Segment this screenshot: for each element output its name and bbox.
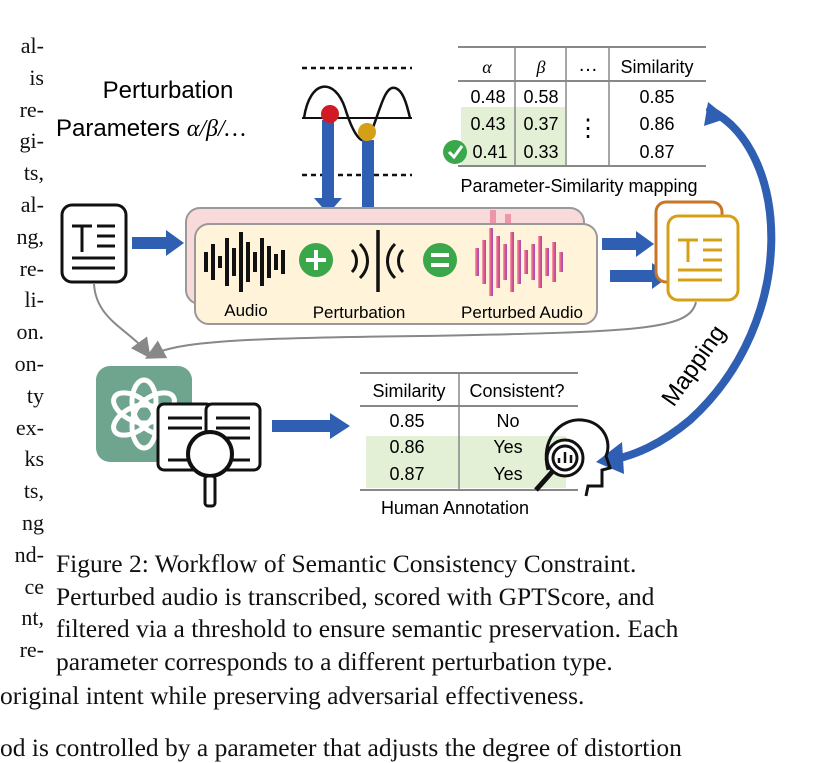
table-header-beta: β	[536, 57, 546, 77]
table-cell: 0.43	[470, 114, 505, 134]
left-text-fragment: re-	[19, 96, 44, 122]
perturbation-sound-icon	[350, 230, 405, 292]
human-table-cell: No	[496, 411, 519, 431]
table-header-alpha: α	[482, 57, 492, 77]
table-cell: 0.85	[639, 87, 674, 107]
caption-line: filtered via a threshold to ensure seman…	[56, 614, 679, 643]
gold-dot-icon	[358, 123, 376, 141]
parameter-similarity-caption: Parameter-Similarity mapping	[460, 176, 697, 196]
human-table-cell: 0.87	[389, 464, 424, 484]
human-table-cell: Yes	[493, 464, 522, 484]
table-cell: 0.33	[523, 142, 558, 162]
equals-icon	[423, 243, 457, 277]
left-text-fragment: ex-	[15, 414, 44, 440]
human-table-cell: 0.86	[389, 437, 424, 457]
perturbed-audio-label: Perturbed Audio	[461, 303, 583, 322]
red-dot-icon	[321, 105, 339, 123]
parameters-prefix: Parameters	[56, 115, 187, 142]
caption-line: parameter corresponds to a different per…	[56, 646, 613, 676]
parameter-landscape-icon	[302, 66, 412, 224]
perturbed-audio-waveform-icon	[475, 228, 563, 296]
left-text-fragment: ks	[24, 446, 44, 472]
human-table-header-consistent: Consistent?	[469, 381, 564, 401]
left-text-fragment: nd-	[14, 541, 44, 567]
flow-arrow-transcript-to-gpt	[144, 301, 697, 359]
human-table-cell: 0.85	[389, 411, 424, 431]
perturbation-label-line1: Perturbation	[103, 77, 234, 104]
workflow-diagram: Perturbation Parameters α/β/… α β … Simi…	[56, 46, 776, 518]
audio-waveform-icon	[204, 232, 285, 292]
left-text-fragment: is	[29, 64, 44, 90]
parameters-label-line2: Parameters α/β/…	[56, 115, 246, 142]
table-cell: 0.37	[523, 114, 558, 134]
caption-line: Perturbed audio is transcribed, scored w…	[56, 581, 655, 611]
table-cell: 0.41	[472, 142, 507, 162]
left-text-fragment: re-	[19, 637, 44, 663]
left-text-fragment: on.	[16, 319, 45, 345]
left-text-fragment: nt,	[21, 605, 44, 631]
figure-caption: Figure 2: Workflow of Semantic Consisten…	[56, 548, 816, 678]
table-cell: 0.58	[523, 87, 558, 107]
table-cell: 0.48	[470, 87, 505, 107]
table-header-similarity: Similarity	[620, 57, 693, 77]
table-vdots: ⋮	[576, 115, 600, 142]
human-annotation-table: Similarity Consistent? 0.85 No 0.86 Yes …	[360, 372, 578, 518]
left-text-fragment: al-	[20, 191, 44, 217]
body-text-line: original intent while preserving adversa…	[0, 681, 585, 710]
left-text-fragment: ts,	[23, 478, 44, 504]
parameter-similarity-table: α β … Similarity 0.48 0.58 0.85 0.43 0.3…	[443, 46, 706, 196]
check-badge-icon	[443, 140, 467, 164]
table-cell: 0.86	[639, 114, 674, 134]
left-text-fragment: ce	[24, 573, 44, 599]
left-text-fragment: on-	[14, 350, 44, 376]
human-head-analysis-icon	[534, 418, 612, 497]
transcribed-document-icon	[654, 200, 740, 302]
document-search-icon	[156, 402, 262, 508]
parameters-math: α/β/…	[187, 116, 246, 142]
left-text-fragment: re-	[19, 255, 44, 281]
left-text-fragment: ty	[26, 382, 44, 408]
text-document-icon	[60, 203, 128, 284]
plus-icon	[299, 243, 333, 277]
human-table-header-similarity: Similarity	[372, 381, 445, 401]
left-text-fragment: ts,	[23, 160, 44, 186]
perturbation-label: Perturbation	[313, 303, 406, 322]
human-table-cell: Yes	[493, 437, 522, 457]
caption-line: Figure 2: Workflow of Semantic Consisten…	[56, 549, 637, 578]
mapping-label: Mapping	[656, 320, 731, 411]
left-column-text: al-is re-gi-ts, al-ng, re-li-on. on-ty ex-ks t…	[0, 30, 44, 666]
table-header-ellipsis: …	[578, 54, 598, 76]
body-text-line: od is controlled by a parameter that adj…	[0, 733, 682, 762]
table-cell: 0.87	[639, 142, 674, 162]
left-text-fragment: ng,	[16, 223, 45, 249]
flow-arrow-doc-to-gpt	[93, 283, 151, 359]
human-annotation-caption: Human Annotation	[381, 498, 529, 518]
left-text-fragment: al-	[20, 33, 44, 58]
left-text-fragment: li-	[24, 287, 44, 313]
left-text-fragment: ng	[22, 509, 44, 535]
audio-label: Audio	[224, 301, 267, 320]
left-text-fragment: gi-	[19, 128, 44, 154]
